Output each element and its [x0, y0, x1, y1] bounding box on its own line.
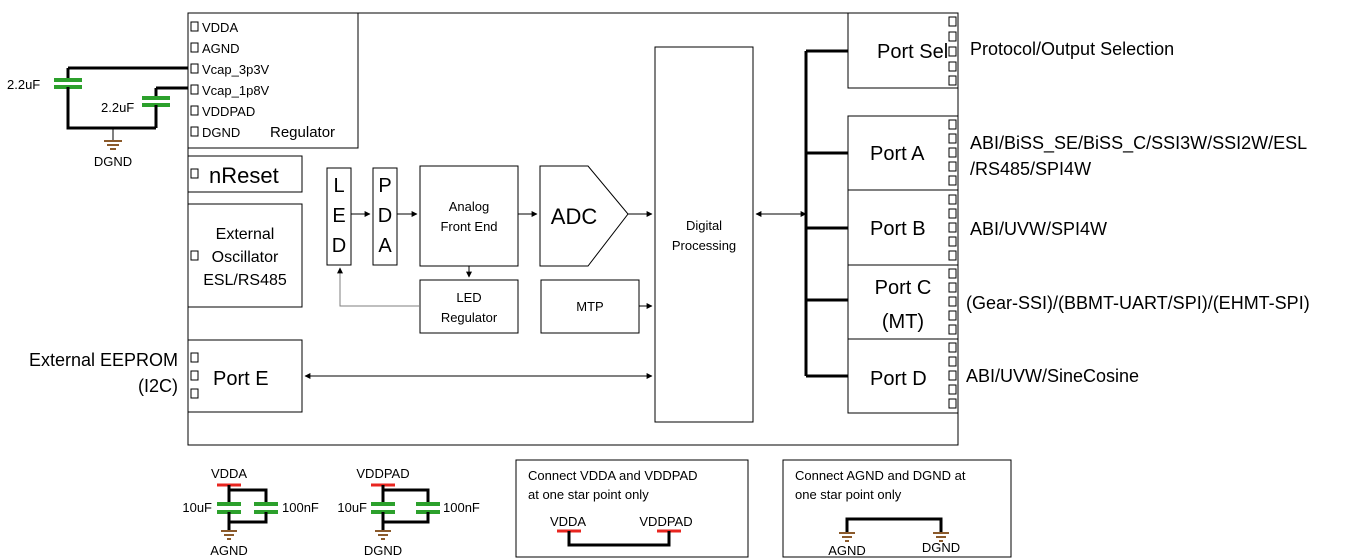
supply-label: VDDA: [550, 514, 586, 529]
pda-letter: D: [378, 205, 392, 227]
internal-wires: [304, 211, 807, 379]
regulator-caps: 2.2uF 2.2uF DGND: [7, 66, 188, 169]
port-bus: [804, 49, 848, 378]
pin-label: Vcap_3p3V: [202, 62, 270, 77]
pda-letter: P: [378, 175, 391, 197]
port-description: (Gear-SSI)/(BBMT-UART/SPI)/(EHMT-SPI): [966, 293, 1310, 313]
digital-processing-block: Digital Processing: [654, 46, 754, 423]
oscillator-label: ESL/RS485: [203, 272, 287, 289]
pin-label: VDDA: [202, 20, 238, 35]
led-block: L E D: [326, 167, 352, 266]
cap-value: 100nF: [443, 500, 480, 515]
led-regulator-label: LED: [456, 290, 481, 305]
supply-label: VDDPAD: [356, 466, 409, 481]
cap-value: 10uF: [182, 500, 212, 515]
afe-block: Analog Front End: [419, 165, 519, 267]
mtp-label: MTP: [576, 299, 603, 314]
ground-label: AGND: [210, 543, 248, 558]
supply-label: VDDPAD: [639, 514, 692, 529]
adc-label: ADC: [551, 204, 598, 229]
digital-label: Digital: [686, 218, 722, 233]
cap-value: 2.2uF: [101, 100, 134, 115]
note-text: Connect VDDA and VDDPAD: [528, 468, 698, 483]
port-name: Port A: [870, 143, 925, 165]
mtp-block: MTP: [540, 279, 640, 334]
port-name: Port D: [870, 368, 927, 390]
nreset-block: nReset: [187, 155, 303, 193]
afe-label: Front End: [440, 219, 497, 234]
cap-value: 100nF: [282, 500, 319, 515]
oscillator-label: Oscillator: [212, 249, 279, 266]
ground-label: DGND: [364, 543, 402, 558]
regulator-pins: [190, 21, 199, 137]
pda-block: P D A: [372, 167, 398, 266]
port-name: Port C: [875, 277, 932, 299]
nreset-label: nReset: [209, 163, 279, 188]
ground-label: DGND: [94, 154, 132, 169]
port-b-block: Port B: [847, 189, 959, 266]
port-sel-block: Port Sel: [847, 12, 959, 89]
port-description: ABI/UVW/SPI4W: [970, 219, 1107, 239]
note-vdd-star-point: Connect VDDA and VDDPAD at one star poin…: [515, 459, 749, 558]
cap-value: 10uF: [337, 500, 367, 515]
pin-label: Vcap_1p8V: [202, 83, 270, 98]
port-name: Port Sel: [877, 41, 948, 63]
supply-label: VDDA: [211, 466, 247, 481]
ground-label: DGND: [922, 540, 960, 555]
digital-label: Processing: [672, 238, 736, 253]
regulator-block: VDDA AGND Vcap_3p3V Vcap_1p8V VDDPAD DGN…: [187, 12, 359, 149]
port-name: Port B: [870, 218, 926, 240]
note-text: one star point only: [795, 487, 902, 502]
oscillator-label: External: [216, 226, 275, 243]
decoupling-vddpad: VDDPAD 10uF 100nF DGND: [337, 466, 480, 558]
pda-letter: A: [378, 235, 392, 257]
decoupling-vdda: VDDA 10uF 100nF AGND: [182, 466, 319, 558]
port-description: ABI/UVW/SineCosine: [966, 366, 1139, 386]
port-c-block: Port C (MT): [847, 264, 959, 340]
pin-label: AGND: [202, 41, 240, 56]
cap-value: 2.2uF: [7, 77, 40, 92]
led-letter: D: [332, 235, 346, 257]
note-text: Connect AGND and DGND at: [795, 468, 966, 483]
port-e-block: Port E: [187, 339, 303, 413]
port-a-block: Port A: [847, 115, 959, 191]
port-d-block: Port D: [847, 338, 959, 414]
eeprom-label: (I2C): [138, 376, 178, 396]
port-description: Protocol/Output Selection: [970, 39, 1174, 59]
afe-label: Analog: [449, 199, 489, 214]
adc-block: ADC: [539, 165, 629, 267]
port-description: ABI/BiSS_SE/BiSS_C/SSI3W/SSI2W/ESL: [970, 133, 1307, 154]
oscillator-block: External Oscillator ESL/RS485: [187, 203, 303, 308]
led-regulator-block: LED Regulator: [419, 279, 519, 334]
led-regulator-label: Regulator: [441, 310, 498, 325]
port-description: /RS485/SPI4W: [970, 159, 1091, 179]
note-text: at one star point only: [528, 487, 649, 502]
ground-label: AGND: [828, 543, 866, 558]
led-letter: L: [333, 175, 344, 197]
port-name-sub: (MT): [882, 311, 924, 333]
note-gnd-star-point: Connect AGND and DGND at one star point …: [782, 459, 1012, 558]
led-letter: E: [332, 205, 345, 227]
regulator-label: Regulator: [270, 124, 335, 141]
pin-label: VDDPAD: [202, 104, 255, 119]
pin-label: DGND: [202, 125, 240, 140]
port-e-label: Port E: [213, 368, 269, 390]
eeprom-label: External EEPROM: [29, 350, 178, 370]
